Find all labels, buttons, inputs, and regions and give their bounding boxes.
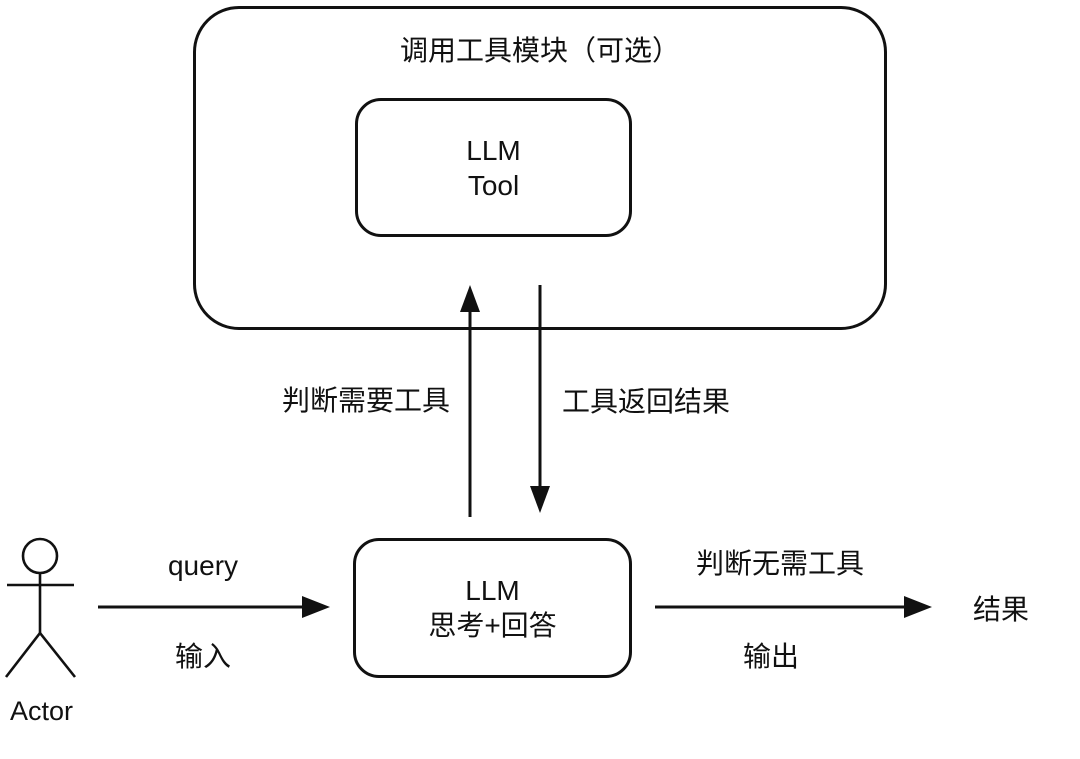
output-arrow xyxy=(655,596,932,618)
no-tool-label: 判断无需工具 xyxy=(695,548,865,579)
result-label: 结果 xyxy=(973,594,1030,625)
needs-tool-label: 判断需要工具 xyxy=(282,385,451,416)
actor-label: Actor xyxy=(10,696,74,726)
llm-answer-line1: LLM xyxy=(465,575,520,606)
query-label: query xyxy=(167,550,239,581)
llm-tool-line1: LLM xyxy=(466,134,521,166)
actor-icon xyxy=(4,537,77,678)
tool-result-label: 工具返回结果 xyxy=(562,386,731,417)
llm-tool-box: LLM Tool xyxy=(355,98,632,237)
tool-module-title: 调用工具模块（可选） xyxy=(399,35,681,66)
llm-tool-line2: Tool xyxy=(467,169,520,201)
llm-answer-box: LLM 思考+回答 xyxy=(353,538,632,678)
llm-answer-line2: 思考+回答 xyxy=(428,610,557,641)
input-arrow xyxy=(98,596,330,618)
output-label: 输出 xyxy=(742,641,800,672)
input-label: 输入 xyxy=(174,641,232,672)
